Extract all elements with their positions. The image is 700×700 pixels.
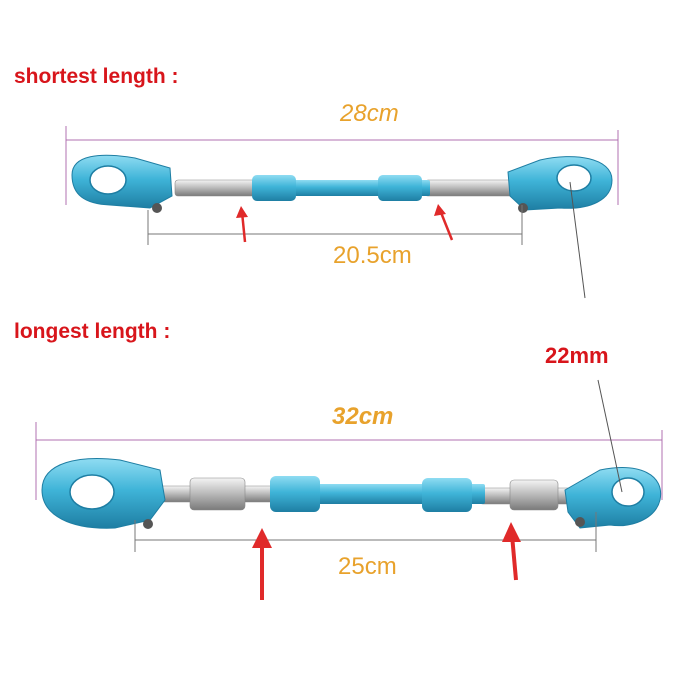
long-center-measurement: 25cm <box>338 553 397 580</box>
short-adjust-arrow-right <box>434 204 454 241</box>
longest-length-heading: longest length : <box>14 320 171 343</box>
long-adjust-arrow-right <box>502 522 521 581</box>
long-overall-measurement: 32cm <box>332 403 394 430</box>
clamp-diameter-measurement: 22mm <box>545 343 609 368</box>
diameter-pointer-line-long <box>597 379 623 493</box>
long-overall-dimension-line <box>35 422 663 500</box>
long-center-dimension-line <box>134 512 597 552</box>
short-adjust-arrow-left <box>236 206 248 243</box>
short-overall-dimension-line <box>65 126 619 205</box>
long-brace-bar <box>41 458 662 529</box>
diameter-pointer-line-short <box>569 181 586 299</box>
short-center-measurement: 20.5cm <box>333 242 412 269</box>
long-adjust-arrow-left <box>252 528 272 600</box>
short-center-dimension-line <box>147 205 523 245</box>
short-overall-measurement: 28cm <box>340 100 399 127</box>
short-brace-bar <box>71 154 613 213</box>
shortest-length-heading: shortest length : <box>14 65 179 88</box>
